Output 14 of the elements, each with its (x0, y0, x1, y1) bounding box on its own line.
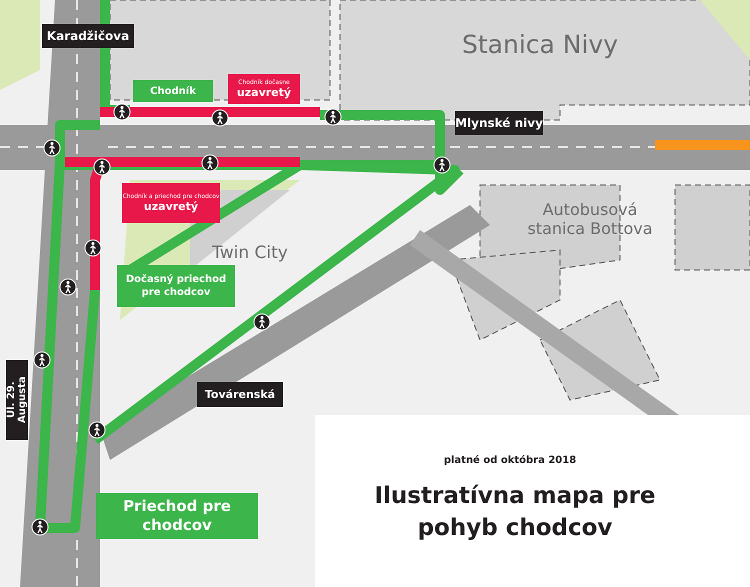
crossing-callout: Priechod pre chodcov (96, 493, 258, 539)
map-title: Ilustratívna mapa pre pohyb chodcov (373, 482, 657, 544)
place-name: Twin City (211, 243, 289, 265)
crossing-callout: Dočasný priechod pre chodcov (117, 265, 235, 307)
street-name-tag: Karadžičova (42, 24, 134, 48)
validity-note: platné od októbra 2018 (442, 455, 578, 466)
street-name-tag: Mlynské nivy (455, 111, 543, 135)
closure-status: uzavretý (236, 86, 292, 99)
street-name-tag: Ul. 29. Augusta (6, 360, 28, 440)
crossing-callout: Chodník (133, 80, 213, 102)
place-name: Autobusová stanica Bottova (526, 200, 654, 240)
closure-status: uzavretý (144, 200, 198, 213)
place-name: Stanica Nivy (460, 30, 620, 60)
street-name-tag: Továrenská (197, 382, 283, 407)
